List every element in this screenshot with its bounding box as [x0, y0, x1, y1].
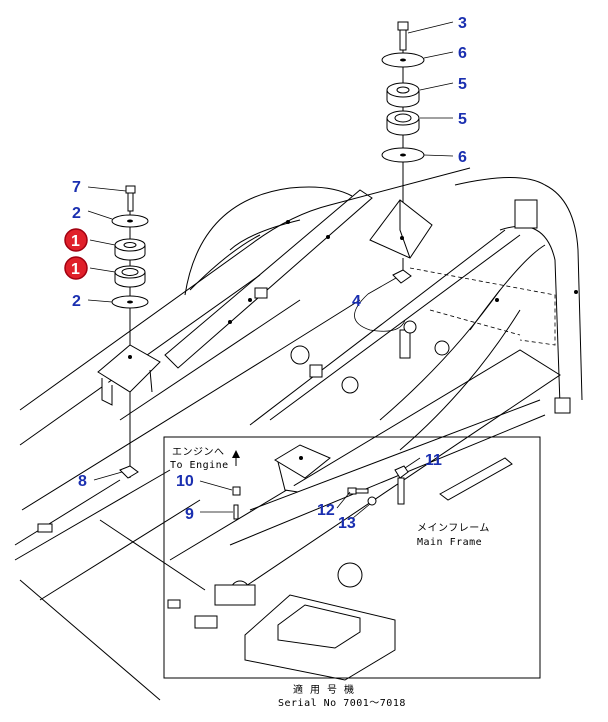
main-frame-drawing	[14, 167, 583, 701]
right-mount-stack	[369, 21, 433, 284]
to-engine-jp: エンジンへ	[172, 447, 225, 458]
callout-3: 3	[458, 15, 467, 32]
callout-5: 5	[458, 76, 467, 93]
callout-12: 12	[317, 502, 335, 519]
callouts: 3 6 5 5 6 7 2 1 1 2 4 8 10 9 11 12 13	[64, 15, 467, 532]
main-frame-jp: メインフレーム	[417, 522, 490, 534]
callout-1: 1	[71, 233, 80, 250]
highlighted-callout-1: 1	[64, 256, 88, 280]
main-frame-en: Main Frame	[417, 537, 482, 548]
callout-7: 7	[72, 179, 81, 196]
callout-9: 9	[185, 506, 194, 523]
inset-box	[163, 436, 541, 679]
callout-10: 10	[176, 473, 194, 490]
callout-6: 6	[458, 45, 467, 62]
leader-4-curve	[354, 293, 406, 332]
callout-2: 2	[72, 293, 81, 310]
callout-11: 11	[425, 452, 442, 469]
callout-6: 6	[458, 149, 467, 166]
serial-jp: 適 用 号 機	[293, 683, 355, 696]
to-engine-en: To Engine	[170, 460, 229, 471]
callout-4: 4	[352, 293, 361, 310]
highlighted-callout-1: 1	[64, 228, 88, 252]
leader-lines	[87, 21, 454, 519]
callout-1: 1	[71, 261, 80, 278]
callout-2: 2	[72, 205, 81, 222]
serial-en: Serial No 7001～7018	[278, 698, 406, 709]
left-mount-stack	[97, 185, 331, 493]
callout-5: 5	[458, 111, 467, 128]
notes: エンジンへ To Engine メインフレーム Main Frame 適 用 号…	[170, 447, 490, 709]
callout-13: 13	[338, 515, 356, 532]
callout-8: 8	[78, 473, 87, 490]
